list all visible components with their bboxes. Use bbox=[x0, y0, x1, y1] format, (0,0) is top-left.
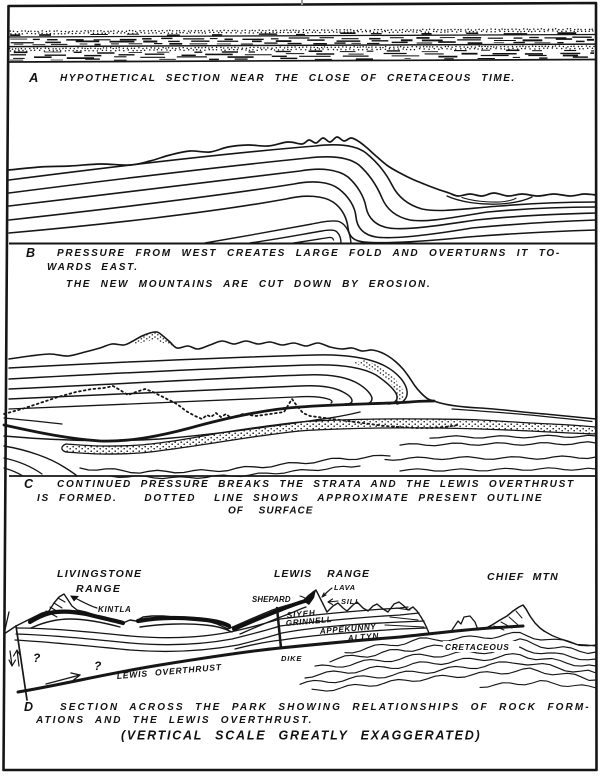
svg-text:ATIONS AND THE LEWIS OVERTHRUS: ATIONS AND THE LEWIS OVERTHRUST. bbox=[35, 715, 313, 726]
svg-text:WARDS EAST.: WARDS EAST. bbox=[47, 262, 139, 273]
svg-text:DIKE: DIKE bbox=[281, 654, 302, 663]
svg-text:SHEPARD: SHEPARD bbox=[252, 595, 291, 604]
svg-text:B: B bbox=[26, 246, 35, 260]
svg-text:LAVA: LAVA bbox=[334, 583, 356, 592]
svg-text:THE NEW MOUNTAINS ARE CUT DOWN: THE NEW MOUNTAINS ARE CUT DOWN BY EROSIO… bbox=[66, 279, 431, 290]
svg-text:?: ? bbox=[94, 659, 102, 673]
svg-text:IS FORMED. DOTTED LINE SHOW: IS FORMED. DOTTED LINE SHOWS APPROXIMATE… bbox=[37, 493, 543, 504]
svg-text:RANGE: RANGE bbox=[76, 583, 121, 595]
svg-text:SECTION ACROSS THE PARK SHOWIN: SECTION ACROSS THE PARK SHOWING RELATION… bbox=[60, 702, 591, 713]
svg-text:LIVINGSTONE: LIVINGSTONE bbox=[57, 568, 142, 580]
svg-text:SILL: SILL bbox=[341, 597, 360, 606]
svg-text:CONTINUED PRESSURE BREAKS THE: CONTINUED PRESSURE BREAKS THE STRATA AND… bbox=[57, 479, 575, 490]
svg-text:PRESSURE FROM WEST CREATES LAR: PRESSURE FROM WEST CREATES LARGE FOLD AN… bbox=[57, 248, 561, 259]
svg-text:OF SURFACE: OF SURFACE bbox=[228, 506, 313, 517]
svg-text:SIYEH: SIYEH bbox=[286, 608, 316, 620]
svg-text:GRINNELL: GRINNELL bbox=[285, 615, 332, 628]
svg-text:HYPOTHETICAL SECTION NEAR THE: HYPOTHETICAL SECTION NEAR THE CLOSE OF C… bbox=[60, 73, 516, 84]
svg-text:A: A bbox=[28, 70, 38, 85]
svg-text:CHIEF MTN: CHIEF MTN bbox=[487, 571, 559, 583]
svg-text:CRETACEOUS: CRETACEOUS bbox=[445, 642, 509, 652]
svg-text:(VERTICAL SCALE GREATLY EXAGGE: (VERTICAL SCALE GREATLY EXAGGERATED) bbox=[121, 729, 481, 743]
svg-text:C: C bbox=[24, 477, 34, 491]
svg-text:D: D bbox=[24, 700, 33, 714]
svg-text:LEWIS RANGE: LEWIS RANGE bbox=[274, 568, 370, 580]
svg-text:KINTLA: KINTLA bbox=[98, 605, 132, 614]
svg-text:?: ? bbox=[33, 651, 41, 665]
svg-text:ALTYN: ALTYN bbox=[346, 631, 379, 643]
